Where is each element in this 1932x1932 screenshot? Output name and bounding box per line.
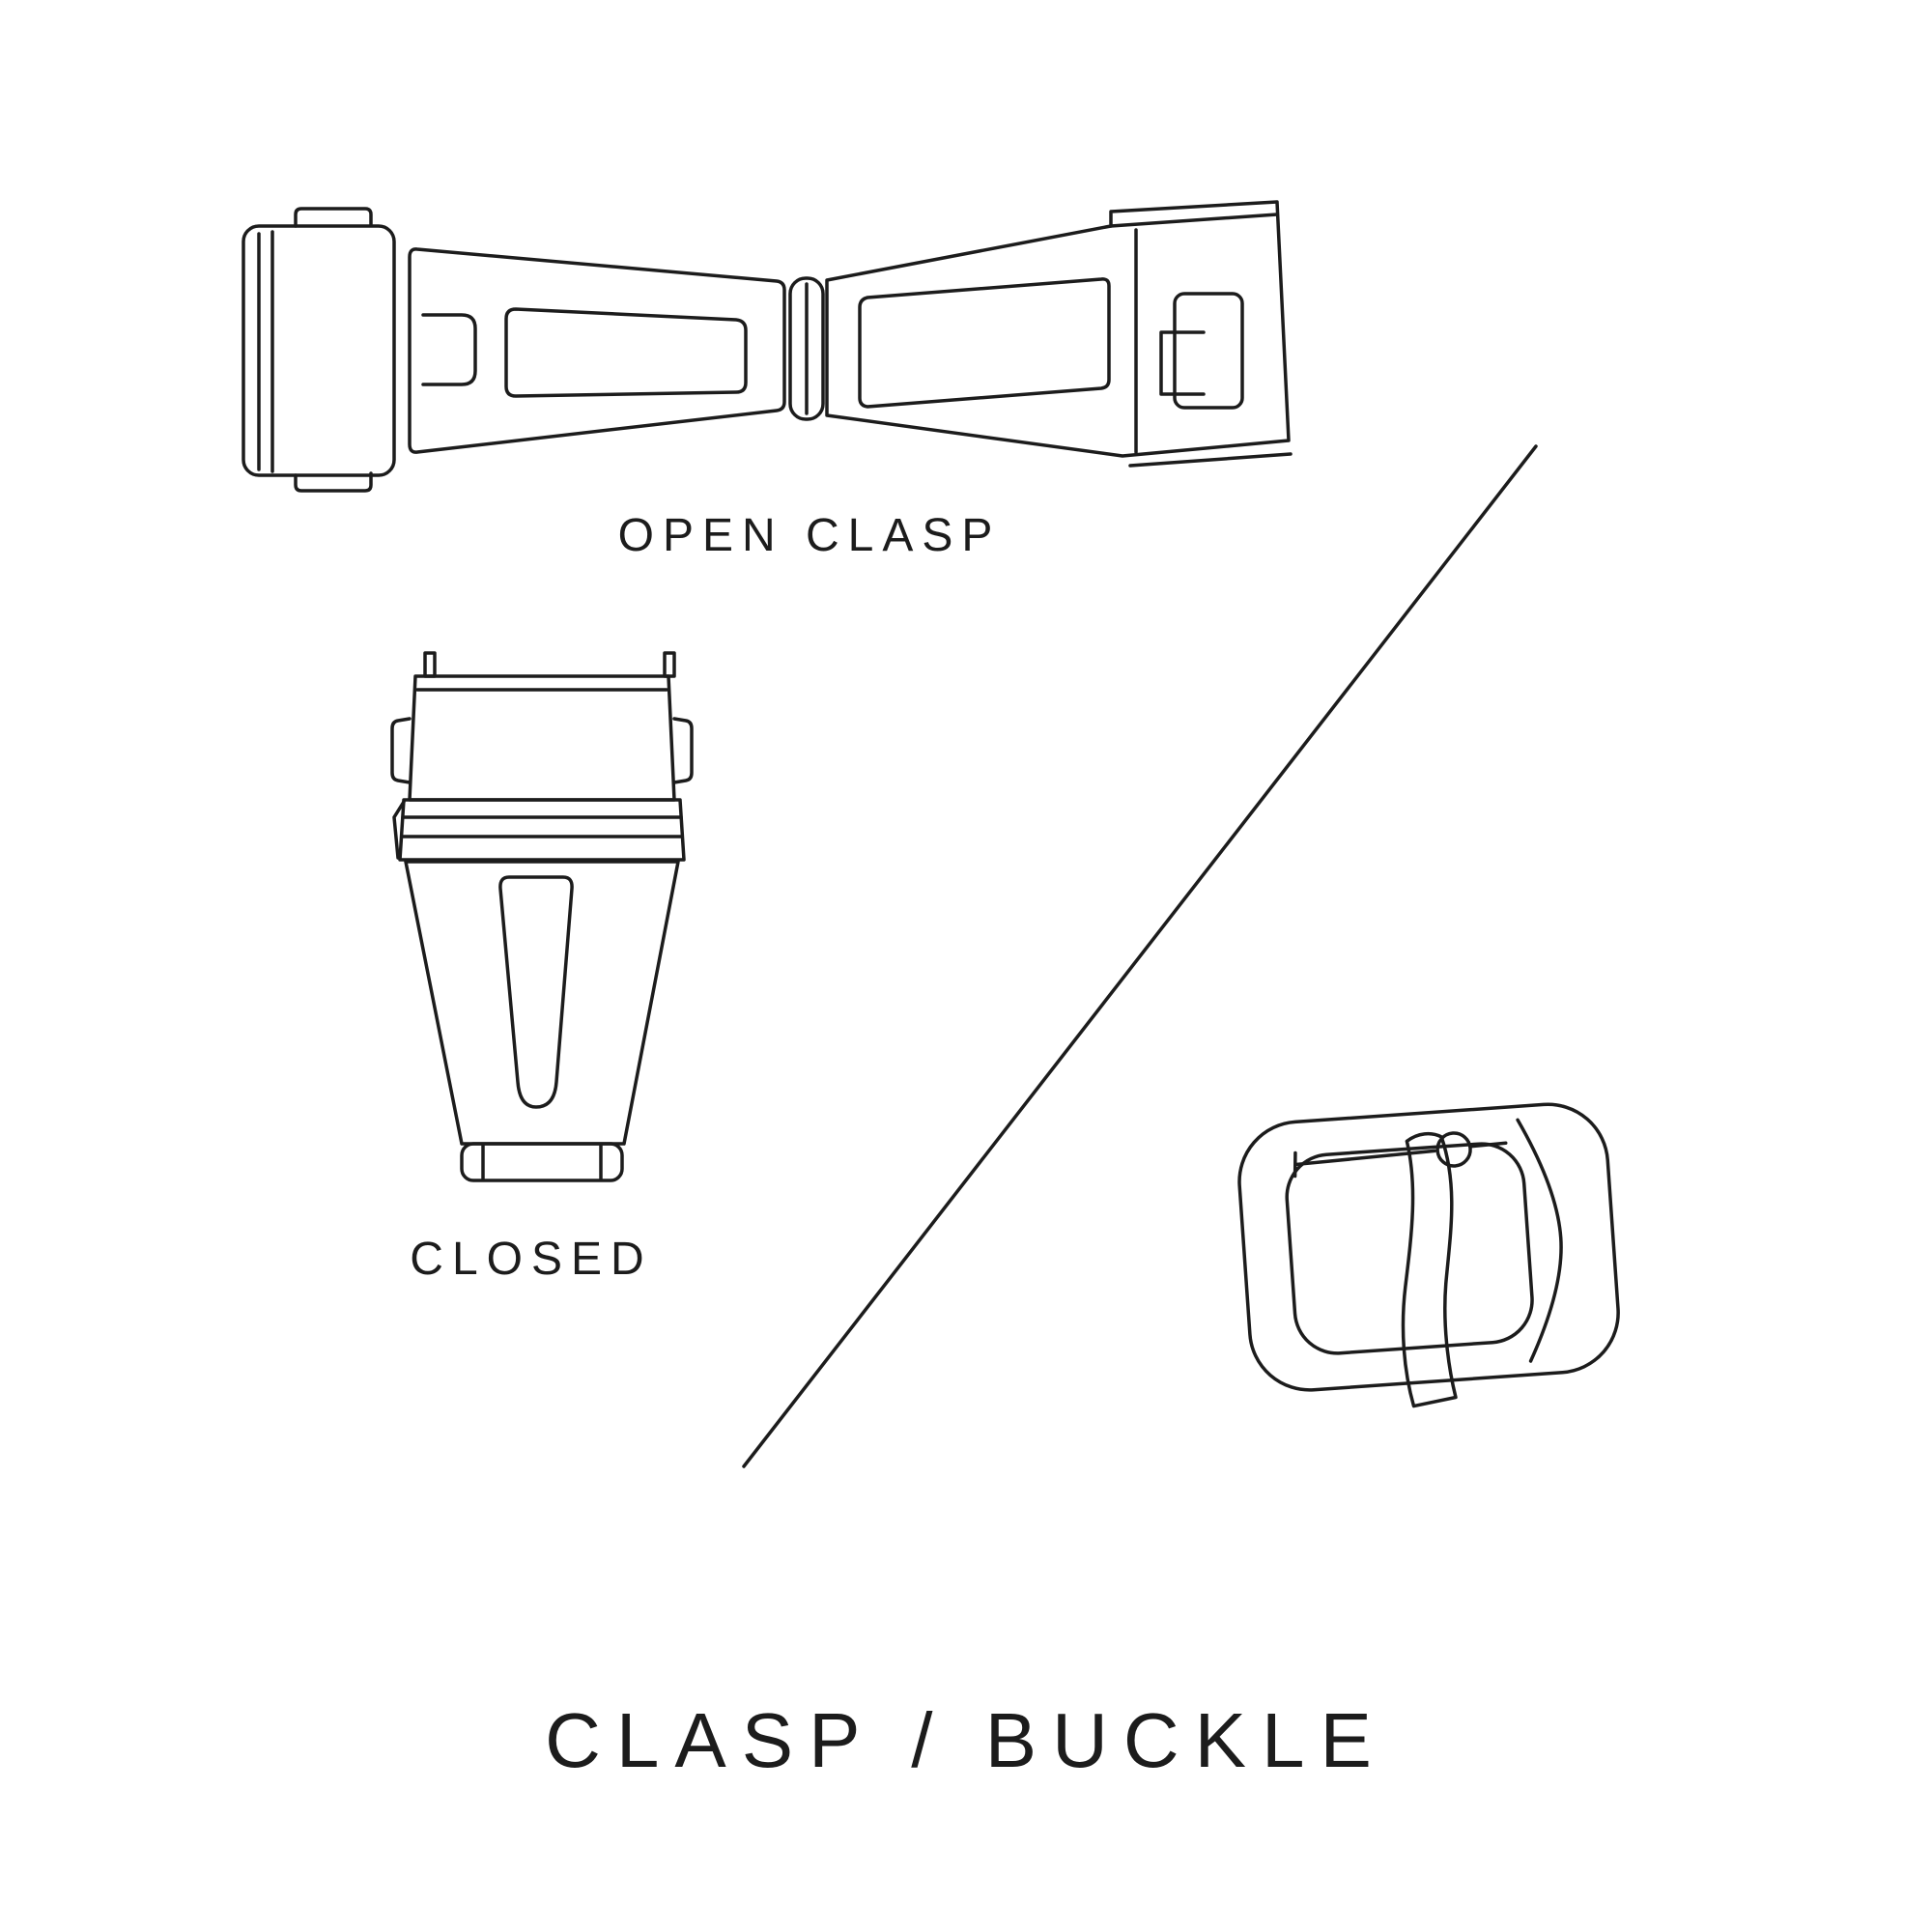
buckle-spring-bar — [1294, 1149, 1436, 1167]
open-clasp-right-arm — [825, 200, 1291, 458]
closed-clasp-label: CLOSED — [410, 1234, 653, 1285]
closed-clasp-left-ear — [390, 717, 412, 784]
open-clasp-illustration — [242, 200, 1293, 493]
right-end-top-step — [1109, 213, 1279, 228]
buckle-tongue — [1401, 1131, 1458, 1408]
closed-clasp-foot — [460, 1142, 624, 1182]
closed-clasp-right-ear — [672, 717, 694, 784]
right-arm-inner-detail — [858, 277, 1111, 409]
keeper-hook — [1159, 330, 1206, 396]
body-inner-slot — [498, 875, 574, 1109]
right-end-bottom-edge — [1128, 452, 1293, 468]
open-clasp-left-cover — [242, 224, 396, 477]
closed-clasp-prong — [423, 651, 437, 678]
cover-bottom-tab — [294, 471, 373, 493]
closed-clasp-prong — [663, 651, 676, 678]
clasp-latch-notch — [421, 313, 477, 386]
closed-clasp-body — [404, 860, 680, 1146]
open-clasp-left-arm — [408, 247, 786, 454]
closed-clasp-illustration — [390, 651, 694, 1182]
band-left-bevel — [392, 800, 406, 860]
tongue-loop — [1435, 1131, 1472, 1168]
diagram-title: CLASP / BUCKLE — [545, 1697, 1387, 1783]
buckle-inner-opening — [1285, 1142, 1534, 1355]
tang-buckle-illustration — [1237, 1102, 1620, 1408]
buckle-spring-bar — [1469, 1141, 1508, 1149]
closed-clasp-band — [398, 798, 686, 862]
clasp-keeper — [1173, 292, 1244, 410]
left-arm-inner-detail — [504, 307, 748, 398]
diagonal-divider-line — [742, 444, 1538, 1468]
spring-bar-pin-tick — [1293, 1151, 1297, 1179]
closed-clasp-top-block — [408, 674, 676, 802]
cover-top-tab — [294, 207, 373, 228]
clasp-center-hinge — [788, 276, 825, 421]
buckle-right-bar-curve — [1516, 1118, 1563, 1363]
buckle-outer-frame — [1237, 1102, 1620, 1392]
open-clasp-label: OPEN CLASP — [617, 510, 1002, 561]
